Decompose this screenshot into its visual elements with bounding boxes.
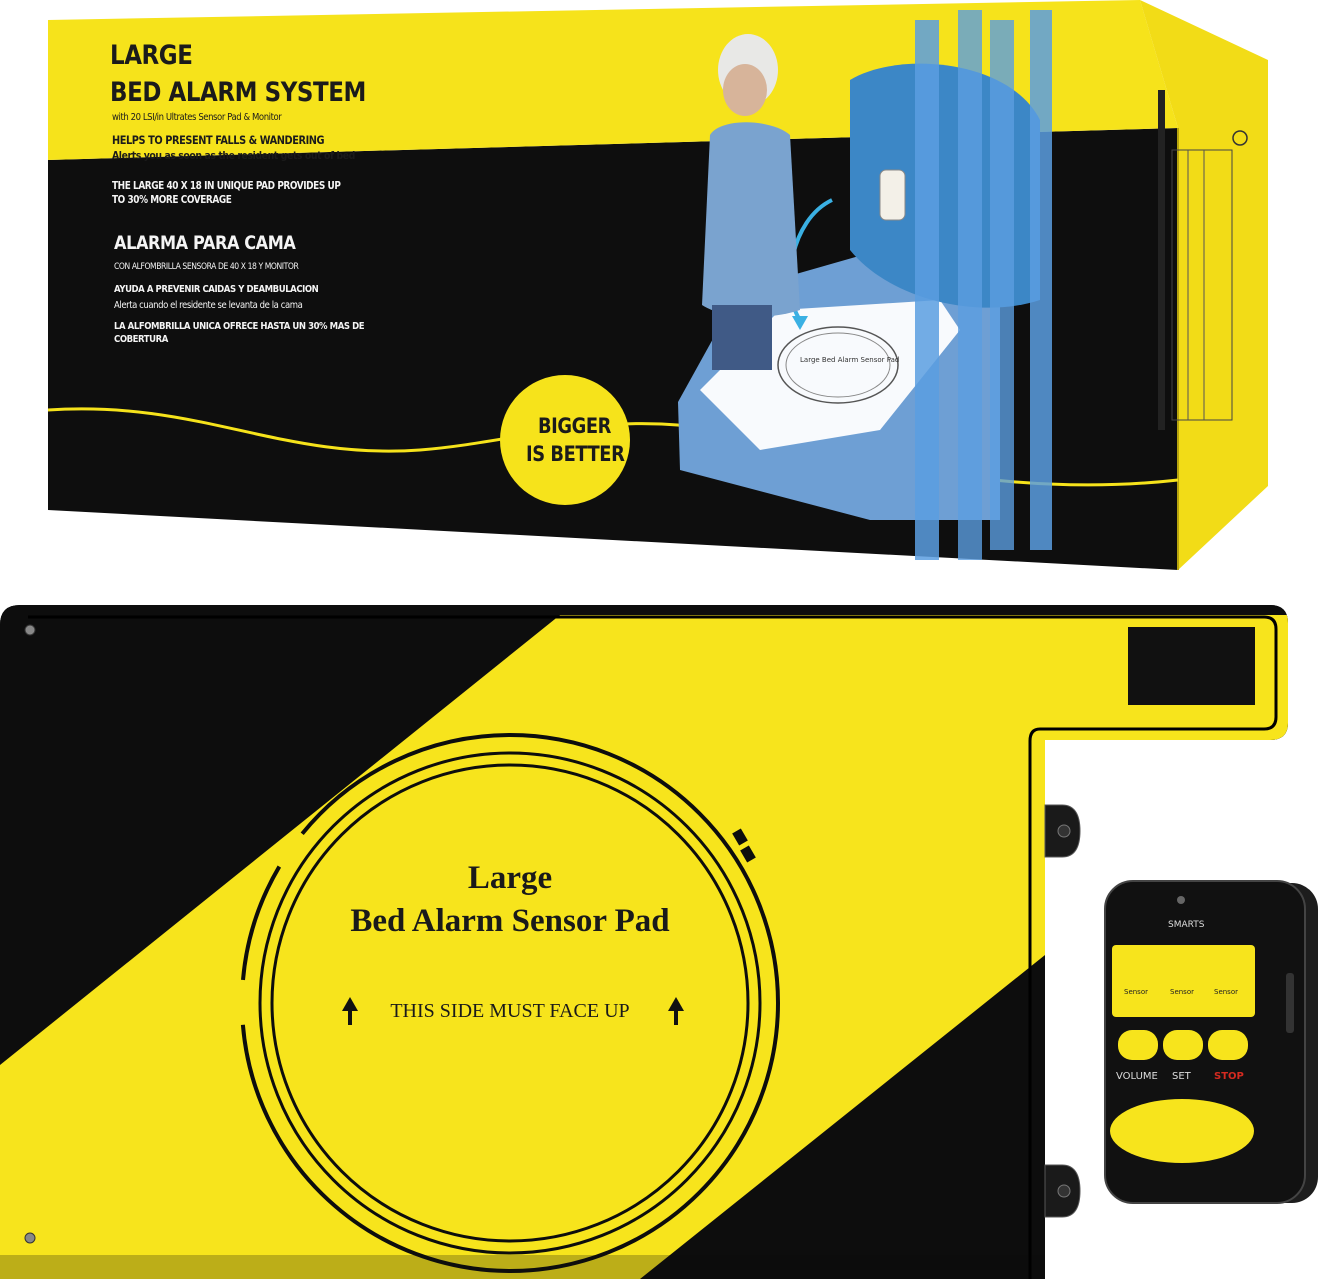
strap-1: [915, 20, 939, 560]
monitor-lcd: [1112, 945, 1255, 1017]
bigger-badge-circle: [500, 375, 630, 505]
spanish-line5: COBERTURA: [114, 334, 168, 345]
box-artwork: [47, 0, 1268, 570]
strap-4: [1030, 10, 1052, 550]
lcd-label-left: Sensor: [1124, 988, 1148, 996]
set-button-shape: [1163, 1030, 1203, 1060]
lcd-label-mid: Sensor: [1170, 988, 1194, 996]
spanish-line4: LA ALFOMBRILLA UNICA OFRECE HASTA UN 30%…: [114, 321, 365, 332]
volume-button-shape: [1118, 1030, 1158, 1060]
pad-circle-mid: [258, 751, 762, 1255]
stop-button[interactable]: [1208, 1030, 1248, 1060]
box-tagline-line1: HELPS TO PRESENT FALLS & WANDERING: [112, 133, 325, 147]
strap-3: [990, 20, 1014, 550]
alarm-monitor: SMARTS Sensor Sensor Sensor VOLUME SET S…: [1100, 873, 1320, 1208]
watermark: 豆包AI生成: [1105, 1216, 1219, 1241]
box-subtitle: with 20 LSI/in Ultrates Sensor Pad & Mon…: [112, 112, 282, 123]
woman-shirt: [702, 122, 800, 317]
box-tagline-line2: Alerts you as soon as the resident gets …: [112, 149, 355, 162]
spanish-line3: Alerta cuando el residente se levanta de…: [114, 300, 303, 311]
speaker-grille: [1110, 1099, 1254, 1163]
badge-line2: IS BETTER: [526, 442, 625, 466]
badge-line1: BIGGER: [538, 414, 611, 438]
mini-pad-label: Large Bed Alarm Sensor Pad: [800, 356, 900, 364]
pad-artwork: [0, 605, 1288, 1279]
pad-circle-outer: [240, 733, 780, 1273]
spanish-line2: AYUDA A PREVENIR CAIDAS Y DEAMBULACION: [114, 284, 319, 295]
grommet-bottom-left: [24, 1232, 36, 1244]
arrow-up-icon: [668, 997, 684, 1025]
strap-2: [958, 10, 982, 560]
box-title-line2: BED ALARM SYSTEM: [110, 77, 366, 108]
set-button[interactable]: [1163, 1030, 1203, 1060]
pad-title-line1: Large: [467, 860, 553, 896]
monitor-brand: SMARTS: [1168, 920, 1205, 930]
sensor-pad: Large Bed Alarm Sensor Pad THIS SIDE MUS…: [0, 595, 1321, 1279]
tab-window: [1128, 627, 1255, 705]
arrow-up-icon: [342, 997, 358, 1025]
set-label: SET: [1172, 1071, 1191, 1082]
woman-legs: [712, 305, 772, 370]
box-desc-line2: TO 30% MORE COVERAGE: [112, 194, 232, 206]
monitor-body: [1104, 880, 1318, 1204]
spanish-line1: CON ALFOMBRILLA SENSORA DE 40 X 18 Y MON…: [114, 262, 299, 272]
pad-title-line2: Bed Alarm Sensor Pad: [350, 903, 670, 939]
lcd-label-right: Sensor: [1214, 988, 1238, 996]
box-desc-line1: THE LARGE 40 X 18 IN UNIQUE PAD PROVIDES…: [112, 180, 341, 192]
grommet-top-left: [24, 624, 36, 636]
stop-button-shape: [1208, 1030, 1248, 1060]
stop-label: STOP: [1214, 1071, 1244, 1082]
volume-label: VOLUME: [1116, 1071, 1158, 1082]
volume-button[interactable]: [1118, 1030, 1158, 1060]
product-box: LARGE BED ALARM SYSTEM with 20 LSI/in Ul…: [0, 0, 1321, 580]
pad-circle-inner: [270, 763, 750, 1243]
box-title-line1: LARGE: [110, 40, 193, 71]
spanish-title: ALARMA PARA CAMA: [114, 232, 296, 254]
face-up-text: THIS SIDE MUST FACE UP: [390, 1000, 630, 1022]
